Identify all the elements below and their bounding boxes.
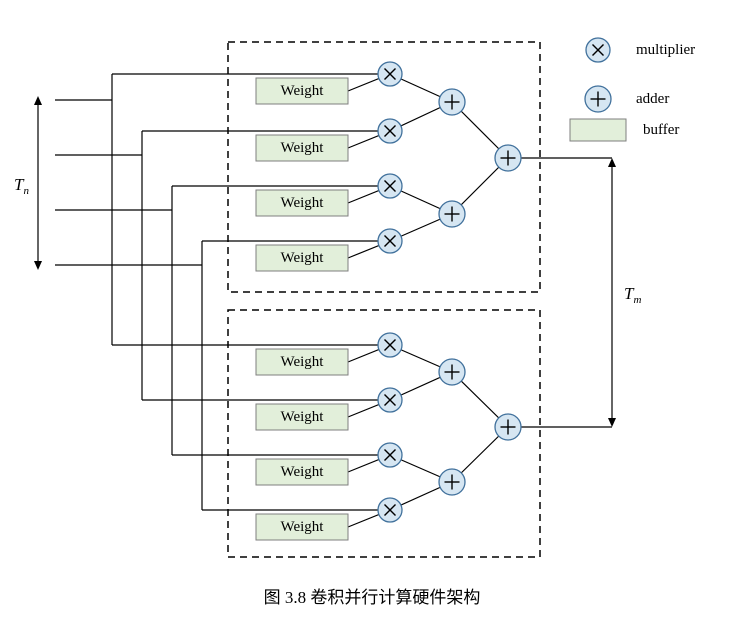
adder-icon	[438, 468, 466, 496]
multiplier-icon	[585, 37, 611, 63]
adder-icon	[494, 144, 522, 172]
row-wires	[112, 73, 390, 511]
weight-buffer-label: Weight	[281, 250, 325, 266]
legend-label-buffer: buffer	[643, 122, 679, 138]
legend-label-multiplier: multiplier	[636, 42, 695, 58]
adder-icon	[494, 413, 522, 441]
input-bus-wires	[55, 74, 203, 510]
weight-buffer	[255, 189, 349, 217]
buffer-swatch	[569, 118, 627, 142]
multiplier-icon	[377, 332, 403, 358]
arrow-up-head	[34, 96, 42, 105]
adder-icon	[584, 85, 612, 113]
output-wires	[508, 157, 612, 428]
multiplier-icon	[377, 497, 403, 523]
legend: multiplier adder buffer	[569, 37, 695, 142]
arrow-down-head	[608, 418, 616, 427]
multiplier-icon	[377, 442, 403, 468]
multiplier-icon	[377, 118, 403, 144]
adder-icon	[438, 200, 466, 228]
adder-icon	[438, 358, 466, 386]
multiplier-icon	[377, 61, 403, 87]
multiplier-icon	[377, 228, 403, 254]
figure-caption: 图 3.8 卷积并行计算硬件架构	[264, 588, 481, 607]
weight-buffer-label: Weight	[281, 519, 325, 535]
pe-group-box-bottom	[227, 309, 541, 558]
weight-buffer-label: Weight	[281, 354, 325, 370]
pe-group-box-top	[227, 41, 541, 293]
arrow-down-head	[34, 261, 42, 270]
weight-buffers-top: Weight Weight Weight Weight	[255, 77, 349, 272]
weight-buffer	[255, 134, 349, 162]
weight-buffers-bottom: Weight Weight Weight Weight	[255, 348, 349, 541]
tm-arrow	[608, 158, 616, 427]
weight-buffer	[255, 458, 349, 486]
weight-buffer-label: Weight	[281, 464, 325, 480]
weight-buffer	[255, 403, 349, 431]
multiplier-icon	[377, 173, 403, 199]
tn-label: Tn	[14, 175, 29, 197]
weight-buffer-label: Weight	[281, 140, 325, 156]
multiplier-icon	[377, 387, 403, 413]
weight-buffer	[255, 348, 349, 376]
legend-label-adder: adder	[636, 91, 669, 107]
weight-buffer	[255, 244, 349, 272]
weight-buffer	[255, 513, 349, 541]
weight-buffer	[255, 77, 349, 105]
weight-buffer-label: Weight	[281, 83, 325, 99]
tm-label: Tm	[624, 284, 641, 306]
adder-icon	[438, 88, 466, 116]
weight-buffer-label: Weight	[281, 409, 325, 425]
arrow-up-head	[608, 158, 616, 167]
tn-arrow	[34, 96, 42, 270]
weight-buffer-label: Weight	[281, 195, 325, 211]
